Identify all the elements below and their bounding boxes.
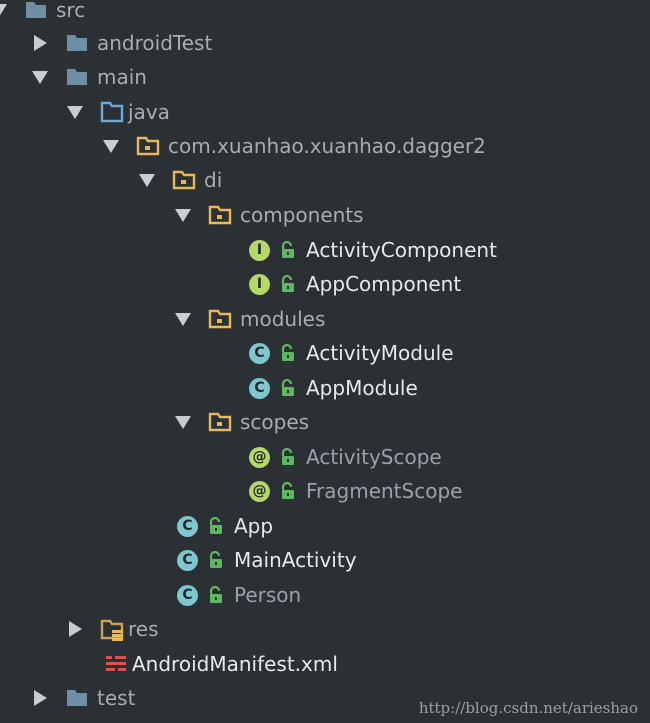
package-icon [208,411,232,433]
lock-icon [278,378,298,398]
folder-icon [65,66,89,88]
class-icon: C [177,515,198,537]
file-label: FragmentScope [306,479,463,503]
collapse-arrow-icon[interactable] [33,691,47,705]
lock-icon [278,481,298,501]
folder-label: androidTest [97,31,213,55]
collapse-arrow-icon[interactable] [33,36,47,50]
tree-row-activityscope[interactable]: @ ActivityScope [249,440,442,474]
annotation-icon: @ [249,480,270,502]
package-label: modules [240,307,326,331]
source-folder-icon [100,101,124,123]
tree-row-di[interactable]: di [140,163,222,197]
tree-row-res[interactable]: res [68,612,159,646]
package-icon [208,308,232,330]
tree-row-appmodule[interactable]: C AppModule [249,371,418,405]
file-label: ActivityModule [306,341,454,365]
folder-icon [65,687,89,709]
tree-row-activitymodule[interactable]: C ActivityModule [249,336,454,370]
tree-row-scopes[interactable]: scopes [176,405,309,439]
file-label: ActivityScope [306,445,442,469]
folder-label: java [128,100,170,124]
interface-icon: I [249,273,270,295]
folder-label: main [97,65,147,89]
expand-arrow-icon[interactable] [104,139,118,153]
tree-row-package[interactable]: com.xuanhao.xuanhao.dagger2 [104,129,486,163]
expand-arrow-icon[interactable] [176,312,190,326]
lock-icon [278,274,298,294]
lock-icon [278,447,298,467]
class-icon: C [177,549,198,571]
folder-icon [65,32,89,54]
file-label: AndroidManifest.xml [132,652,338,676]
expand-arrow-icon[interactable] [140,173,154,187]
tree-row-modules[interactable]: modules [176,302,325,336]
tree-row-app[interactable]: C App [177,509,273,543]
tree-row-mainactivity[interactable]: C MainActivity [177,543,357,577]
class-icon: C [249,342,270,364]
expand-arrow-icon[interactable] [33,70,47,84]
package-label: scopes [240,410,310,434]
folder-label: src [56,0,86,22]
tree-row-person[interactable]: C Person [177,578,301,612]
lock-icon [206,516,226,536]
file-label: AppComponent [306,272,462,296]
package-label: di [204,168,223,192]
folder-label: res [128,617,159,641]
annotation-icon: @ [249,446,270,468]
folder-icon [24,0,48,21]
package-icon [136,135,160,157]
file-label: MainActivity [234,548,357,572]
lock-icon [206,585,226,605]
expand-arrow-icon[interactable] [176,415,190,429]
tree-row-test[interactable]: test [33,681,135,715]
file-label: AppModule [306,376,418,400]
expand-arrow-icon[interactable] [68,105,82,119]
package-label: components [240,203,364,227]
package-icon [172,169,196,191]
lock-icon [278,343,298,363]
file-label: Person [234,583,302,607]
class-icon: C [249,377,270,399]
collapse-arrow-icon[interactable] [68,622,82,636]
lock-icon [206,550,226,570]
manifest-icon [104,653,128,675]
tree-row-main[interactable]: main [33,60,147,94]
tree-row-manifest[interactable]: AndroidManifest.xml [104,647,338,681]
tree-row-fragmentscope[interactable]: @ FragmentScope [249,474,462,508]
lock-icon [278,240,298,260]
file-label: ActivityComponent [306,238,497,262]
package-label: com.xuanhao.xuanhao.dagger2 [168,134,486,158]
tree-row-components[interactable]: components [176,198,364,232]
watermark: http://blog.csdn.net/arieshao [418,699,638,717]
expand-arrow-icon[interactable] [176,208,190,222]
file-label: App [234,514,274,538]
interface-icon: I [249,239,270,261]
expand-arrow-icon[interactable] [0,3,6,17]
resources-folder-icon [100,618,124,641]
package-icon [208,204,232,226]
folder-label: test [97,686,136,710]
tree-row-src[interactable]: src [0,0,85,27]
tree-row-java[interactable]: java [68,95,170,129]
tree-row-androidtest[interactable]: androidTest [33,26,212,60]
class-icon: C [177,584,198,606]
tree-row-activitycomponent[interactable]: I ActivityComponent [249,233,497,267]
tree-row-appcomponent[interactable]: I AppComponent [249,267,461,301]
